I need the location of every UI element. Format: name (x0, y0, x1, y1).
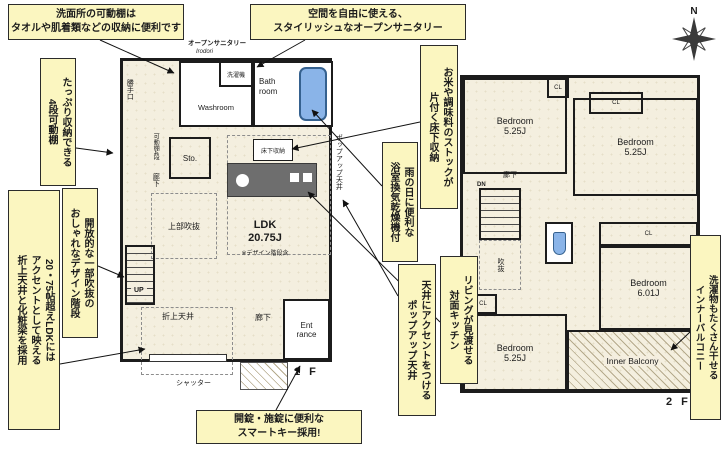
closet-b: CL (589, 92, 643, 114)
callout-washroom-shelf-text: 洗面所の可動棚は タオルや肌着類などの収納に便利です (11, 9, 181, 34)
toilet-icon (553, 232, 566, 255)
callout-popup-ceiling: 天井にアクセントをつける ポップアップ天井 (398, 264, 436, 416)
open-sanitary-title: オープンサニタリー (188, 40, 247, 47)
sink-icon (236, 174, 249, 187)
floor1-label: 1 F (294, 366, 319, 378)
callout-open-sanitary: 空間を自由に使える、 スタイリッシュなオープンサニタリー (250, 4, 466, 40)
compass: N (670, 6, 718, 66)
inner-balcony-label: Inner Balcony (603, 355, 662, 366)
toilet-room (545, 222, 573, 264)
hallway-label-1: 廊下 (152, 173, 160, 187)
closet-c: CL (599, 222, 698, 246)
stove-icon (290, 173, 299, 182)
ldk-label: LDK 20.75J (248, 219, 282, 245)
compass-north-label: N (690, 6, 698, 17)
washing-machine-label: 洗濯機 (226, 72, 245, 79)
floor2-label: 2 F (666, 396, 691, 408)
washroom-label: Washroom (198, 103, 234, 112)
bedroom-ne-label: Bedroom 5.25J (617, 137, 654, 157)
callout-popup-ceiling-text: 天井にアクセントをつける ポップアップ天井 (405, 280, 430, 400)
storage-label: Sto. (182, 153, 198, 163)
callout-open-kitchen: リビングが見渡せる 対面キッチン (440, 256, 478, 384)
underfloor-storage-label: 床下収納 (260, 148, 285, 155)
bedroom-sw-label: Bedroom 5.25J (496, 342, 534, 363)
entrance-room: Ent rance (283, 299, 330, 360)
callout-floor-storage-text: お米や調味料のストックが 片付く床下収納 (427, 67, 452, 187)
callout-open-sanitary-text: 空間を自由に使える、 スタイリッシュなオープンサニタリー (273, 9, 443, 34)
bedroom-nw-label: Bedroom 5.25J (496, 116, 534, 136)
movable-shelf-label: 可動棚4段 (152, 133, 159, 161)
washing-machine: 洗濯機 (219, 61, 253, 87)
callout-ldk-ceiling: 20・75帖超えLDKには アクセントとして映える 折上天井と化粧梁を採用 (8, 190, 60, 430)
floor2-plan: Bedroom 5.25J CL CL Bedroom 5.25J 廊下 DN … (460, 75, 700, 393)
underfloor-storage: 床下収納 (253, 139, 293, 161)
closet-c-label: CL (644, 231, 653, 237)
bathroom-label: Bath room (259, 77, 278, 96)
callout-movable-shelf: たっぷり収納できる 4段可動棚 (40, 58, 76, 186)
callout-inner-balcony-text: 洗濯物もたくさん干せる インナーバルコニー (693, 275, 718, 380)
callout-movable-shelf-text: たっぷり収納できる 4段可動棚 (46, 77, 71, 167)
bathroom: Bath room (253, 61, 333, 127)
storage-room: Sto. (169, 137, 211, 179)
window (149, 354, 227, 362)
closet-d-label: CL (479, 301, 487, 307)
coffered-ceiling-label: 折上天井 (162, 312, 194, 321)
entrance-label: Ent rance (296, 320, 317, 339)
callout-open-kitchen-text: リビングが見渡せる 対面キッチン (447, 275, 472, 365)
bedroom-e-label: Bedroom 6.01J (630, 278, 667, 298)
callout-inner-balcony: 洗濯物もたくさん干せる インナーバルコニー (690, 235, 721, 420)
up-label: UP (131, 287, 147, 296)
callout-floor-storage: お米や調味料のストックが 片付く床下収納 (420, 45, 458, 209)
void-area: 上部吹抜 (151, 193, 217, 259)
bedroom-nw: Bedroom 5.25J (463, 78, 567, 174)
down-label: DN (477, 182, 486, 188)
ldk-note: ※デザイン階段含 (241, 251, 289, 257)
callout-washroom-shelf: 洗面所の可動棚は タオルや肌着類などの収納に便利です (8, 4, 184, 40)
bedroom-sw: Bedroom 5.25J (463, 314, 567, 391)
shutter-label: シャッター (176, 380, 211, 387)
callout-smart-key-text: 開錠・施錠に便利な スマートキー採用! (234, 414, 324, 439)
callout-bath-dryer-text: 雨の日に便利な 浴室換気乾燥機付 (388, 162, 413, 242)
open-sanitary-sub: Irodori (196, 49, 214, 55)
leader-movable-shelf (75, 147, 114, 156)
closet-a: CL (547, 78, 569, 98)
stairs-up (125, 245, 155, 305)
hallway-label: 廊下 (503, 172, 517, 179)
hallway-label-2: 廊下 (255, 313, 271, 322)
closet-b-label: CL (612, 100, 620, 106)
callout-smart-key: 開錠・施錠に便利な スマートキー採用! (196, 410, 362, 444)
callout-design-stairs-text: 開放的な一部吹抜の おしゃれなデザイン階段 (68, 208, 93, 318)
void-label: 上部吹抜 (168, 221, 200, 231)
callout-bath-dryer: 雨の日に便利な 浴室換気乾燥機付 (382, 142, 418, 262)
entrance-porch (240, 362, 288, 390)
callout-ldk-ceiling-text: 20・75帖超えLDKには アクセントとして映える 折上天井と化粧梁を採用 (15, 255, 54, 365)
bathtub-icon (299, 67, 327, 121)
compass-rose-icon (672, 17, 716, 61)
popup-ceiling-label: ポップアップ天井 (335, 134, 343, 190)
bedroom-e: Bedroom 6.01J (599, 246, 698, 330)
callout-design-stairs: 開放的な一部吹抜の おしゃれなデザイン階段 (62, 188, 98, 338)
void-area-2f: 吹抜 (479, 240, 521, 290)
stove-icon (303, 173, 312, 182)
kitchen-counter (227, 163, 317, 197)
bedroom-ne: Bedroom 5.25J (573, 98, 698, 196)
floor1-plan: 勝手口 Washroom 洗濯機 Bath room 可動棚4段 廊下 Sto.… (120, 58, 333, 375)
coffered-ceiling-area: 折上天井 (141, 307, 233, 375)
void-2f-label: 吹抜 (497, 258, 504, 272)
closet-a-label: CL (554, 85, 562, 91)
stairs-down (479, 188, 521, 240)
back-door-label: 勝手口 (126, 79, 134, 100)
inner-balcony: Inner Balcony (567, 330, 698, 391)
